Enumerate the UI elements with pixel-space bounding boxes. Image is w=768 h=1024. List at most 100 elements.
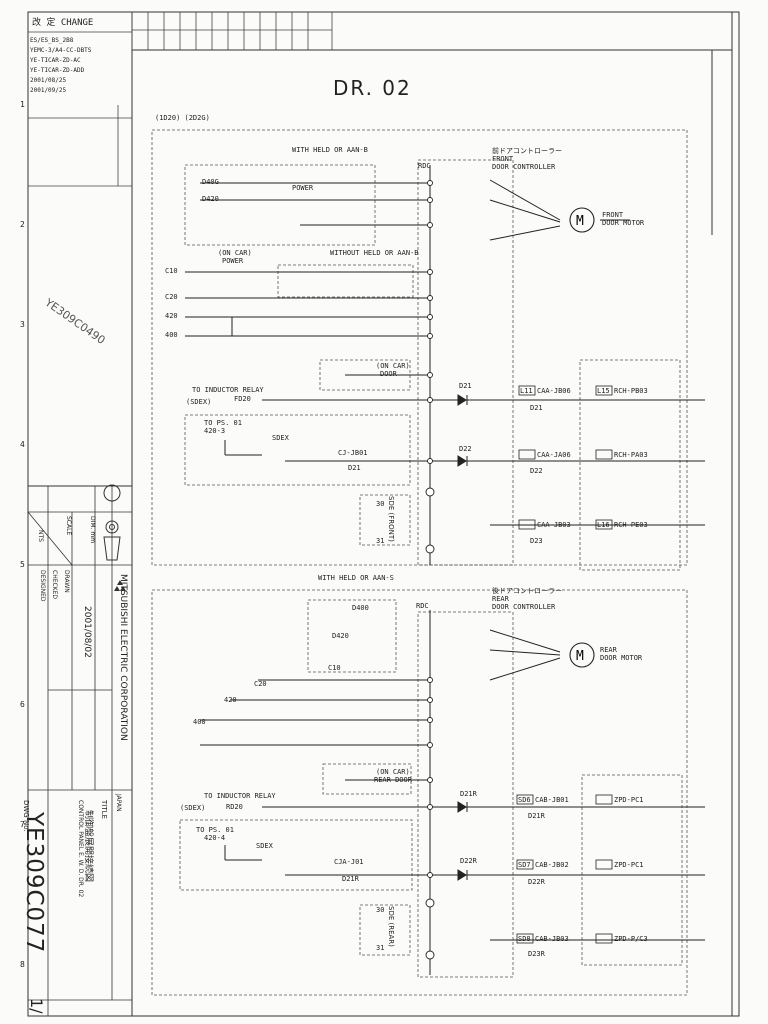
front-tps: TO PS. 01 [204, 419, 242, 427]
front-rdc: RDC [418, 162, 431, 170]
cab-3: CAB-JB03 [535, 935, 569, 943]
d22-diode-label: D22 [459, 445, 472, 453]
revision-note: YE-TICAR-ZD-ADD [30, 67, 85, 74]
d21-label: D21 [348, 464, 361, 472]
front-with-held: WITH HELD OR AAN-B [292, 146, 368, 154]
title-block-grid [27, 486, 132, 1016]
rear-signal-400: 400 [193, 718, 206, 726]
front-on-car-door-2: DOOR [380, 370, 397, 378]
rear-sdex-tag: (SDEX) [180, 804, 206, 812]
revision-grid [28, 12, 333, 187]
node-31-rear: 31 [376, 944, 385, 952]
signal-c20: C20 [165, 293, 178, 301]
fd20-label: FD20 [234, 395, 251, 403]
d23r-row: D23R [528, 950, 545, 958]
change-label: 改 定 CHANGE [32, 18, 94, 28]
d21r-row: D21R [528, 812, 545, 820]
sd6: SD6 [518, 796, 531, 804]
rear-dashed-area [151, 589, 688, 996]
caa-3: CAA-JB03 [537, 521, 571, 529]
zpd-3: ZPD-P/C3 [614, 935, 648, 943]
front-controller-en2: DOOR CONTROLLER [492, 163, 556, 171]
front-controller-en1: FRONT [492, 155, 514, 163]
projection-symbol-icon [103, 484, 121, 561]
japan-label: JAPAN [115, 794, 122, 812]
node-30-rear: 30 [376, 906, 385, 914]
rear-on-car-door-1: (ON CAR) [376, 768, 410, 776]
rear-motor-symbol: M [576, 649, 584, 664]
drawing-number: YE309C077 [21, 812, 47, 954]
margin-tick: 3 [20, 320, 25, 329]
sde-rear: SDE (REAR) [387, 906, 395, 947]
margin-tick: 7 [20, 820, 25, 829]
checked-label: CHECKED [51, 570, 58, 600]
rear-signal-d400: D400 [352, 604, 369, 612]
margin-tick: 6 [20, 700, 25, 709]
caa-2: CAA-JA06 [537, 451, 571, 459]
zpd-2: ZPD-PC1 [614, 861, 644, 869]
node-31-front: 31 [376, 537, 385, 545]
front-motor-label1: FRONT [602, 211, 624, 219]
connector-boxes [516, 385, 613, 944]
on-car-power-2: POWER [222, 257, 244, 265]
rear-motor-label2: DOOR MOTOR [600, 654, 643, 662]
front-sdex-tag: (SDEX) [186, 398, 212, 406]
signal-400: 400 [165, 331, 178, 339]
rear-controller-en2: DOOR CONTROLLER [492, 603, 556, 611]
scale-label: SCALE [65, 516, 72, 536]
front-power: POWER [292, 184, 314, 192]
d21-row: D21 [530, 404, 543, 412]
rear-motor-label1: REAR [600, 646, 617, 654]
front-dashed-area [151, 129, 688, 571]
sheet-ref: (1D20) (2D2G) [155, 114, 210, 122]
mitsubishi-logo-icon [114, 580, 126, 591]
front-without-held: WITHOUT HELD OR AAN-B [330, 249, 419, 257]
d23-row: D23 [530, 537, 543, 545]
rear-signal-420: 420 [224, 696, 237, 704]
d21r-diode: D21R [460, 790, 477, 798]
node-30-front: 30 [376, 500, 385, 508]
front-sdex: SDEX [272, 434, 289, 442]
rear-with-held: WITH HELD OR AAN-S [318, 574, 394, 582]
issue-date: 2001/08/02 [82, 606, 92, 658]
front-wiring [185, 165, 705, 565]
revision-note: 2001/08/25 [30, 77, 67, 84]
rch-3: RCH-PE03 [614, 521, 648, 529]
title-subtitle: CONTROL PANEL E. W. D. DR. 02 [77, 800, 84, 898]
cja-j01: CJA-J01 [334, 858, 364, 866]
company-name: MITSUBISHI ELECTRIC CORPORATION [118, 574, 128, 741]
cab-2: CAB-JB02 [535, 861, 569, 869]
revision-note: 2001/09/25 [30, 87, 67, 94]
rear-on-car-door-2: REAR DOOR [374, 776, 412, 784]
title-label: TITLE [100, 800, 108, 819]
cj-jb01: CJ-JB01 [338, 449, 368, 457]
rear-signal-d420: D420 [332, 632, 349, 640]
terminal-circles [425, 180, 435, 960]
revision-note: YEMC-3/A4-CC-DBTS [30, 47, 92, 54]
rd20-label: RD20 [226, 803, 243, 811]
sde-front: SDE (FRONT) [387, 496, 395, 542]
front-inductor-relay: TO INDUCTOR RELAY [192, 386, 264, 394]
rear-inductor-relay: TO INDUCTOR RELAY [204, 792, 276, 800]
d22-row: D22 [530, 467, 543, 475]
dim-label: DIM. mm [89, 516, 96, 544]
signal-c10: C10 [165, 267, 178, 275]
rear-signal-c20: C20 [254, 680, 267, 688]
front-tps-sub: 420-3 [204, 427, 226, 435]
diode-icons [457, 394, 468, 881]
signal-d40g: D40G [202, 178, 219, 186]
revision-note: YE-TICAR-ZD-AC [30, 57, 81, 64]
margin-tick: 2 [20, 220, 25, 229]
rear-sdex: SDEX [256, 842, 273, 850]
front-motor-label2: DOOR MOTOR [602, 219, 645, 227]
nts-label: NTS [37, 530, 44, 542]
rear-signal-c10: C10 [328, 664, 341, 672]
d22r-row: D22R [528, 878, 545, 886]
margin-tick: 1 [20, 100, 25, 109]
d21-diode-label: D21 [459, 382, 472, 390]
on-car-power-1: (ON CAR) [218, 249, 252, 257]
rear-tps-sub: 420-4 [204, 834, 226, 842]
rch-2: RCH-PA03 [614, 451, 648, 459]
caa-1: CAA-JB06 [537, 387, 571, 395]
